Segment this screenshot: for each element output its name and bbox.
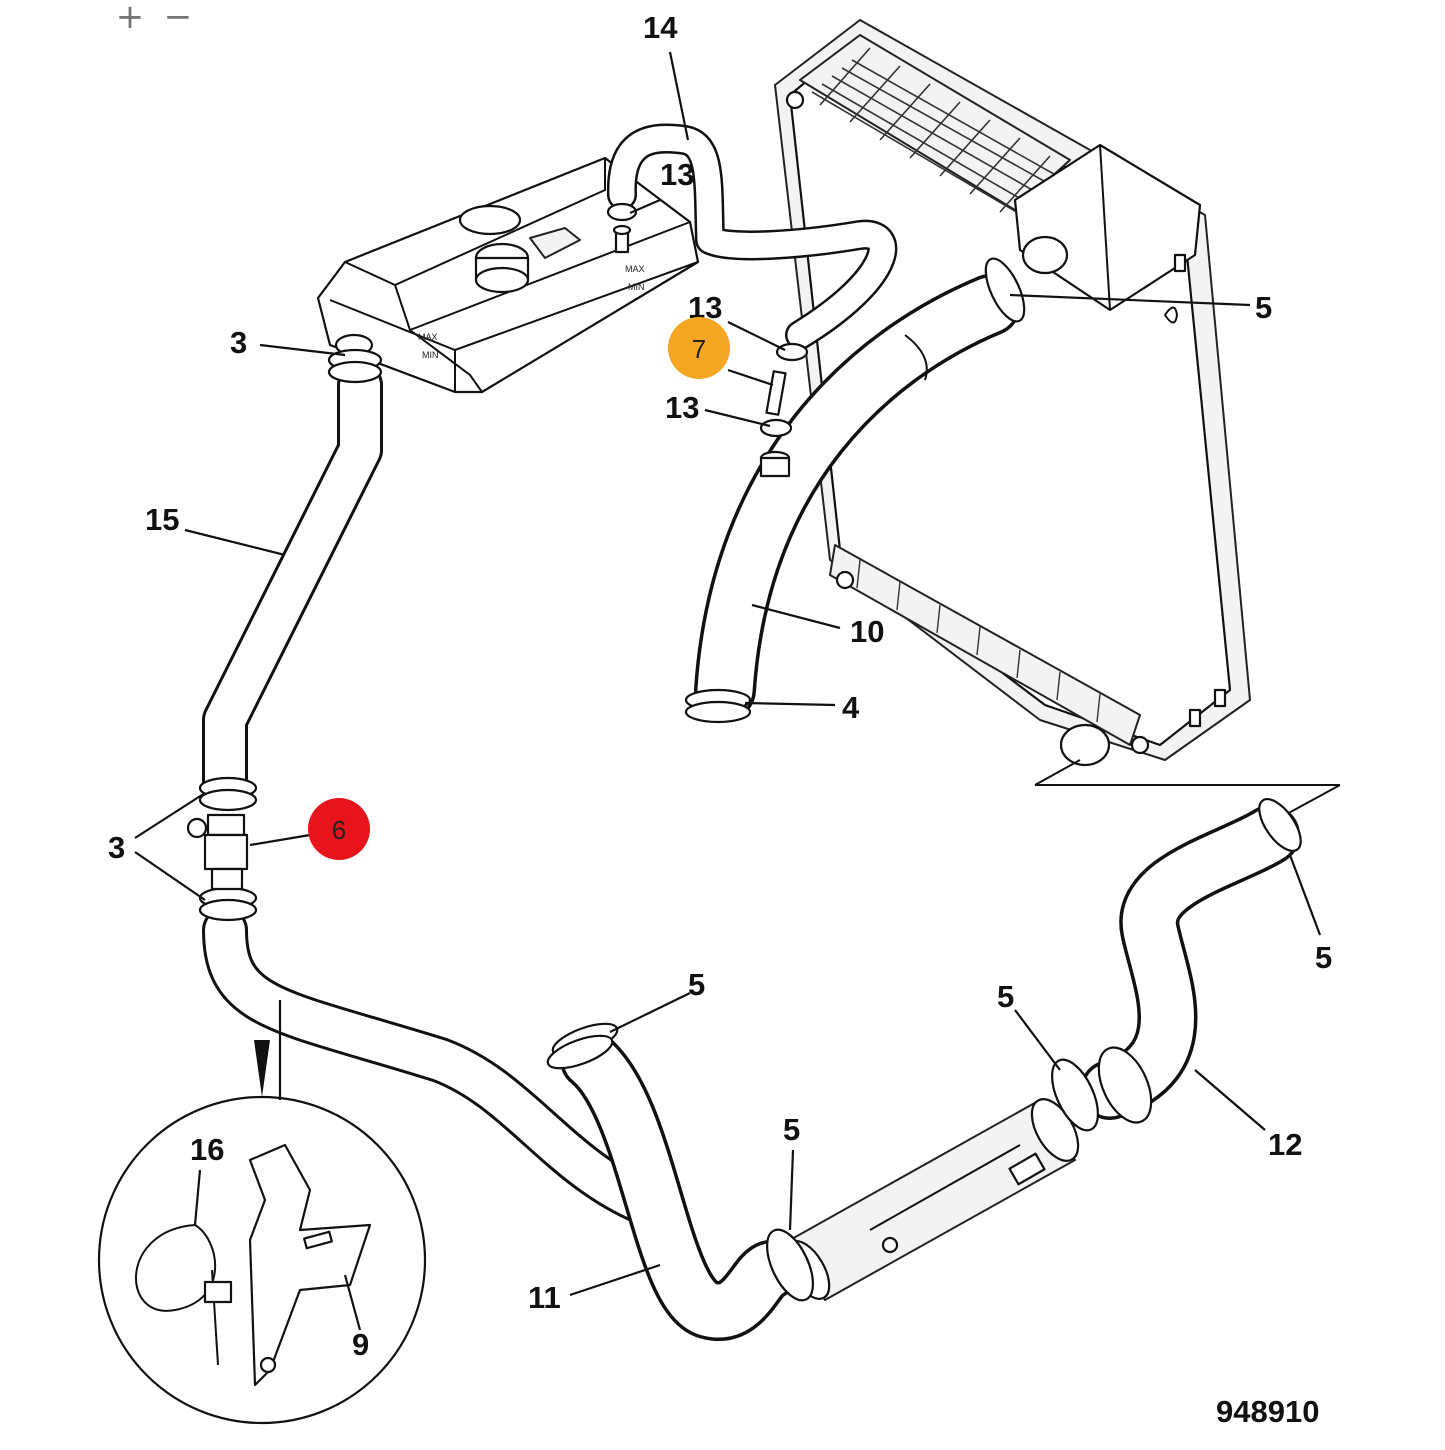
fittings	[186, 370, 791, 891]
zoom-out-button[interactable]: −	[163, 0, 193, 37]
callout-13: 13	[660, 157, 694, 192]
radiator	[774, 19, 1341, 816]
svg-text:MIN: MIN	[422, 350, 439, 360]
callout-5: 5	[783, 1112, 800, 1147]
callout-16: 16	[190, 1132, 224, 1167]
leader-lines	[134, 51, 1322, 1331]
hose-12	[1080, 805, 1300, 1120]
hotspot-label: 6	[332, 815, 346, 845]
callout-14: 14	[643, 10, 678, 45]
hose-10	[694, 274, 1021, 721]
svg-text:MAX: MAX	[625, 264, 645, 274]
hose-15	[202, 362, 383, 803]
callout-3: 3	[108, 830, 125, 865]
oil-cooler	[785, 1098, 1080, 1301]
hose-11	[560, 1030, 800, 1341]
drawing-number: 948910	[1216, 1394, 1319, 1429]
callout-13: 13	[665, 390, 699, 425]
hotspot-label: 7	[692, 334, 706, 364]
callout-15: 15	[145, 502, 179, 537]
expansion-tank: MAX MIN MAX MIN	[316, 156, 700, 394]
callout-labels: 14 13 13 13 5 3 15 10 4 3 5 5 5 5 12 11 …	[108, 10, 1332, 1429]
callout-9: 9	[352, 1327, 369, 1362]
hose-lower-return	[202, 907, 673, 1228]
callout-5: 5	[688, 967, 705, 1002]
svg-text:MIN: MIN	[628, 282, 645, 292]
callout-10: 10	[850, 614, 884, 649]
callout-5: 5	[1255, 290, 1272, 325]
hotspot-part-6[interactable]: 6	[308, 798, 370, 860]
zoom-in-button[interactable]: +	[115, 0, 145, 37]
hose-14-vent	[606, 123, 898, 350]
hotspot-part-7[interactable]: 7	[668, 317, 730, 379]
callout-5: 5	[1315, 940, 1332, 975]
svg-text:MAX: MAX	[418, 332, 438, 342]
callout-5: 5	[997, 979, 1014, 1014]
callout-3: 3	[230, 325, 247, 360]
detail-view	[97, 1000, 427, 1425]
callout-4: 4	[842, 690, 860, 725]
callout-11: 11	[528, 1280, 561, 1315]
callout-12: 12	[1268, 1127, 1302, 1162]
